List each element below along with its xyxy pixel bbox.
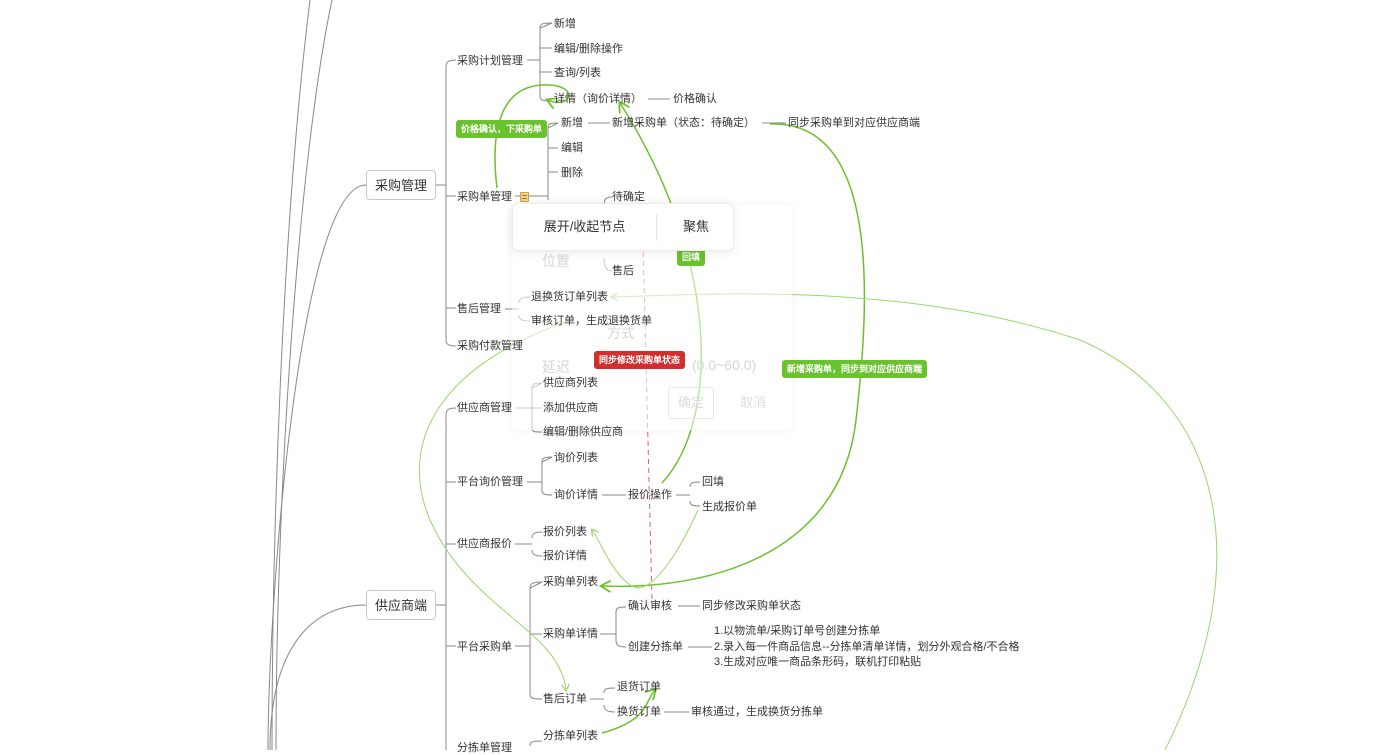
ghost-position-label: 位置: [542, 253, 570, 269]
node-backfill[interactable]: 回填: [702, 476, 724, 488]
node-sort-step-2[interactable]: 2.录入每一件商品信息--分拣单清单详情，划分外观合格/不合格: [714, 641, 1020, 653]
node-plan-edit-delete[interactable]: 编辑/删除操作: [554, 43, 624, 55]
ghost-ok-button: 确定: [668, 387, 714, 419]
platform-order-bracket: [515, 581, 543, 700]
node-generate-quote[interactable]: 生成报价单: [702, 501, 757, 513]
node-sync-status[interactable]: 同步修改采购单状态: [702, 600, 801, 612]
node-add-supplier[interactable]: 添加供应商: [543, 402, 598, 414]
order-bracket: [515, 122, 559, 200]
relation-sync-status: [642, 242, 653, 601]
node-supplier-quote[interactable]: 供应商报价: [457, 538, 512, 550]
menu-focus[interactable]: 聚焦: [682, 219, 709, 234]
trunk-to-supplier: [269, 604, 367, 750]
node-inquiry-list[interactable]: 询价列表: [554, 452, 598, 464]
aftersale-order-bracket: [590, 687, 689, 713]
node-exchange-review[interactable]: 审核通过，生成换货分拣单: [691, 706, 823, 718]
quote-op-bracket: [602, 481, 701, 507]
node-sync-to-supplier[interactable]: 同步采购单到对应供应商端: [788, 117, 920, 129]
node-purchase-order-detail[interactable]: 采购单详情: [543, 628, 598, 640]
node-order-add[interactable]: 新增: [561, 117, 583, 129]
tag-backfill[interactable]: 回填: [677, 248, 706, 266]
node-plan-add[interactable]: 新增: [554, 18, 576, 30]
purchase-bracket: [445, 59, 457, 347]
node-new-purchase-order[interactable]: 新增采购单（状态：待确定）: [612, 117, 755, 129]
plan-bracket: [527, 22, 553, 102]
node-payment-management[interactable]: 采购付款管理: [457, 340, 523, 352]
node-aftersale-order[interactable]: 售后订单: [543, 693, 587, 705]
node-price-confirm[interactable]: 价格确认: [673, 93, 717, 105]
node-quote-list[interactable]: 报价列表: [543, 526, 587, 538]
node-edit-delete-supplier[interactable]: 编辑/删除供应商: [543, 426, 624, 438]
ghost-cancel-button: 取消: [739, 395, 766, 410]
node-supplier-end[interactable]: 供应商端: [366, 590, 437, 620]
node-order-management[interactable]: 采购单管理: [457, 191, 512, 203]
node-confirm-review[interactable]: 确认审核: [628, 600, 672, 612]
ghost-delay-label: 延迟: [542, 359, 570, 375]
node-supplier-management[interactable]: 供应商管理: [457, 402, 512, 414]
node-aftersale-management[interactable]: 售后管理: [457, 303, 501, 315]
node-plan-management[interactable]: 采购计划管理: [457, 55, 523, 67]
relation-new-order-sync: [602, 123, 866, 586]
relation-review-order: [418, 321, 566, 690]
menu-divider: [656, 214, 657, 241]
po-detail-links: [678, 605, 712, 648]
tag-price-confirm-order[interactable]: 价格确认，下采购单: [456, 120, 548, 138]
purchase-ticks: [446, 195, 456, 309]
inquiry-bracket: [527, 456, 553, 496]
node-create-sort-order[interactable]: 创建分拣单: [628, 641, 683, 653]
ghost-range-label: (0.0~60.0): [692, 357, 757, 373]
node-sort-list[interactable]: 分拣单列表: [543, 730, 598, 742]
node-return-exchange-list[interactable]: 退换货订单列表: [531, 291, 608, 303]
node-sort-step-3[interactable]: 3.生成对应唯一商品条形码，联机打印粘贴: [714, 656, 922, 668]
node-inquiry-detail[interactable]: 询价详情: [554, 489, 598, 501]
node-sort-management[interactable]: 分拣单管理: [457, 742, 512, 754]
node-inquiry-management[interactable]: 平台询价管理: [457, 476, 523, 488]
relation-quote: [592, 509, 699, 588]
node-plan-detail[interactable]: 详情（询价详情）: [554, 93, 642, 105]
node-order-edit[interactable]: 编辑: [561, 142, 583, 154]
menu-expand-collapse[interactable]: 展开/收起节点: [543, 219, 626, 234]
trunk-line-1: [271, 0, 311, 750]
tag-new-order-sync[interactable]: 新增采购单，同步到对应供应商端: [782, 360, 928, 378]
node-sort-step-1[interactable]: 1.以物流单/采购订单号创建分拣单: [714, 625, 881, 637]
context-menu: 展开/收起节点 聚焦: [512, 203, 734, 251]
ghost-style-label: 方式: [607, 325, 635, 341]
supplier-bracket: [445, 407, 457, 750]
node-platform-purchase-order[interactable]: 平台采购单: [457, 641, 512, 653]
node-plan-query-list[interactable]: 查询/列表: [554, 67, 602, 79]
node-return-order[interactable]: 退货订单: [617, 681, 661, 693]
po-detail-bracket: [600, 606, 627, 648]
node-order-delete[interactable]: 删除: [561, 167, 583, 179]
relation-price-confirm: [494, 84, 570, 189]
node-quote-operation[interactable]: 报价操作: [628, 489, 672, 501]
relation-exchange: [601, 690, 655, 734]
node-exchange-order[interactable]: 换货订单: [617, 706, 661, 718]
node-quote-detail[interactable]: 报价详情: [543, 550, 587, 562]
node-status-pending[interactable]: 待确定: [612, 191, 645, 203]
node-purchase-order-list[interactable]: 采购单列表: [543, 576, 598, 588]
node-supplier-list[interactable]: 供应商列表: [543, 377, 598, 389]
supplier-quote-bracket: [515, 531, 543, 557]
trunk-to-purchase: [267, 184, 367, 750]
node-purchase-management[interactable]: 采购管理: [366, 170, 437, 200]
note-icon[interactable]: [520, 192, 529, 202]
sort-bracket: [529, 740, 543, 747]
node-review-order[interactable]: 审核订单，生成退换货单: [531, 315, 652, 327]
trunk-line-2: [275, 0, 333, 750]
node-status-aftersale[interactable]: 售后: [612, 265, 634, 277]
supplier-ticks: [446, 481, 456, 647]
tag-sync-status[interactable]: 同步修改采购单状态: [594, 351, 686, 369]
